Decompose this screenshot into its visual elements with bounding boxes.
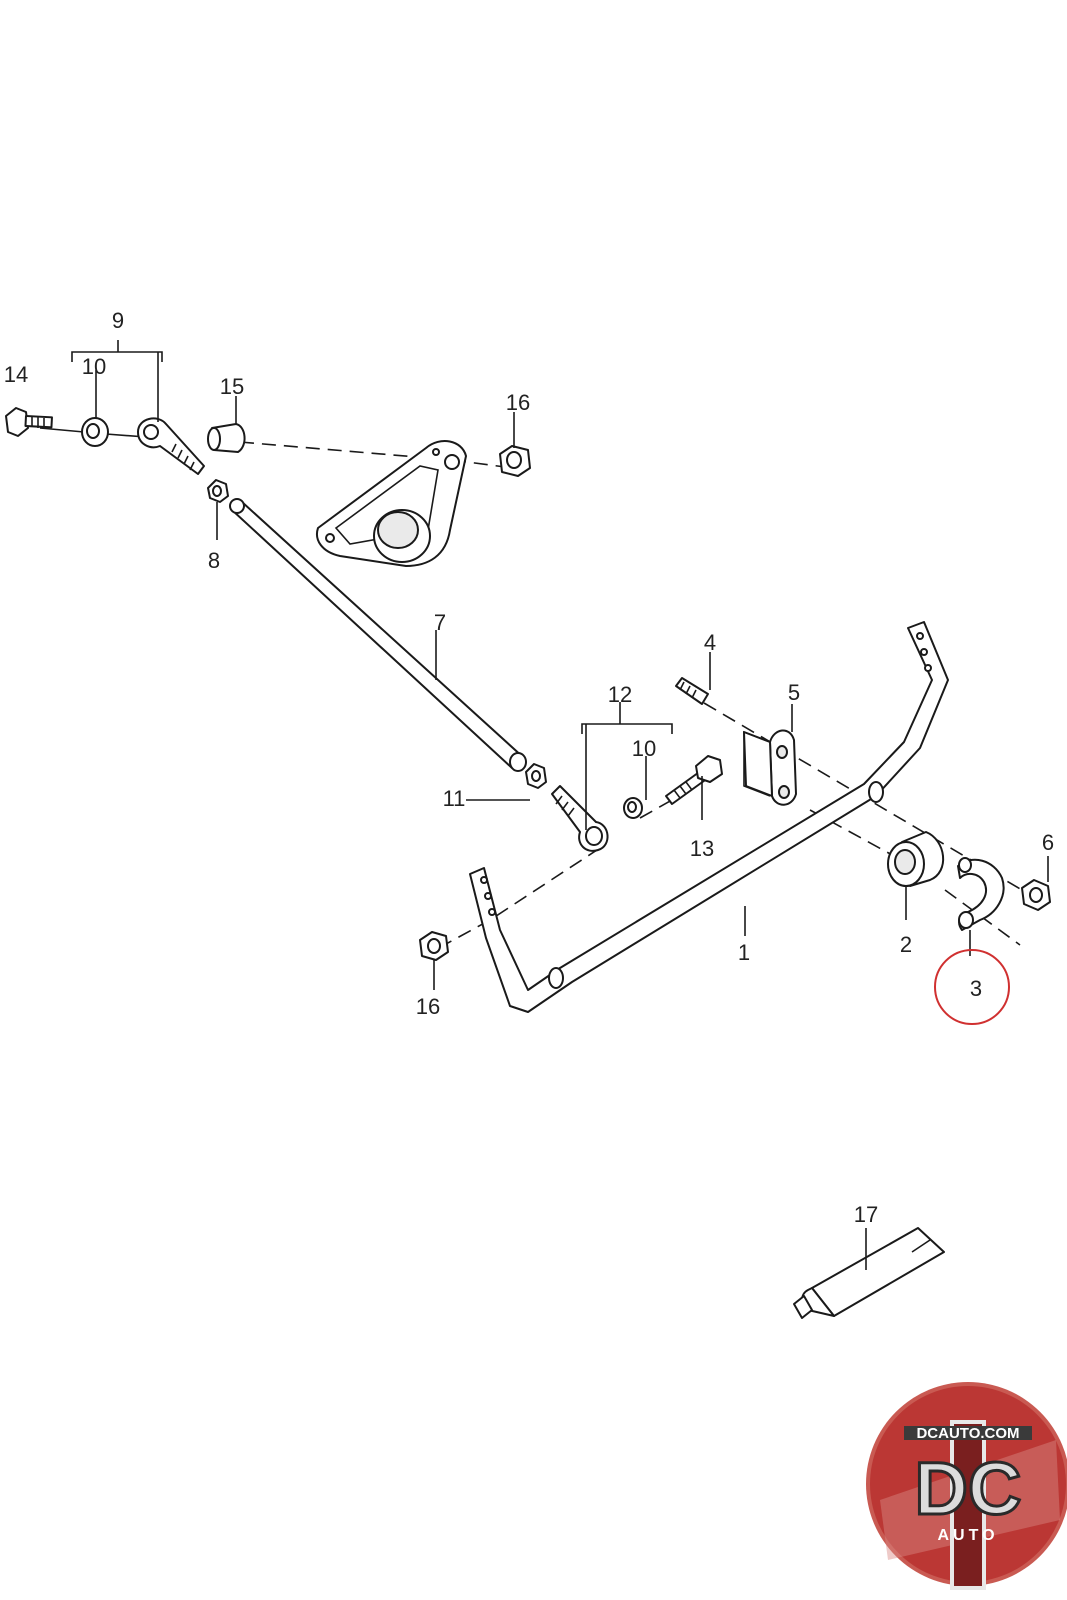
part-4-stud xyxy=(675,677,709,705)
mounting-bracket xyxy=(316,440,467,567)
part-2-bushing xyxy=(887,831,945,887)
callout-10-top: 10 xyxy=(82,354,106,379)
logo-bottom-text: AUTO xyxy=(937,1527,998,1544)
callout-13: 13 xyxy=(690,836,714,861)
part-15-bushing xyxy=(207,423,246,453)
callout-4: 4 xyxy=(704,630,716,655)
assembly-dash-lines xyxy=(39,427,1023,951)
callout-10-lower: 10 xyxy=(632,736,656,761)
callout-9: 9 xyxy=(112,308,124,333)
logo-top-text: DCAUTO.COM xyxy=(916,1425,1019,1442)
callout-3: 3 xyxy=(970,976,982,1001)
logo-letters: DC xyxy=(915,1447,1022,1530)
callout-7: 7 xyxy=(434,610,446,635)
part-6-nut xyxy=(1021,879,1051,911)
callout-5: 5 xyxy=(788,680,800,705)
callout-8: 8 xyxy=(208,548,220,573)
part-8-nut xyxy=(207,479,229,503)
part-17-grease-tube xyxy=(793,1227,945,1319)
part-5-plate xyxy=(743,729,797,806)
part-12-link-end xyxy=(551,785,609,852)
callout-16-lower: 16 xyxy=(416,994,440,1019)
part-16-nut-lower xyxy=(419,931,449,961)
part-11-nut xyxy=(525,763,547,789)
callout-15: 15 xyxy=(220,374,244,399)
callout-2: 2 xyxy=(900,932,912,957)
part-14-bolt xyxy=(5,407,53,437)
leader-lines xyxy=(71,340,1049,1270)
callout-16-top: 16 xyxy=(506,390,530,415)
part-1-stabilizer-bar xyxy=(469,621,949,1013)
part-3-clamp xyxy=(957,857,1005,931)
part-13-bolt xyxy=(665,755,723,805)
callout-12: 12 xyxy=(608,682,632,707)
part-10-washer-lower xyxy=(623,797,643,819)
callout-14: 14 xyxy=(4,362,28,387)
part-9-link-end xyxy=(137,417,205,475)
highlight-circle xyxy=(934,949,1010,1025)
callout-17: 17 xyxy=(854,1202,878,1227)
part-7-rod xyxy=(229,498,527,772)
callout-1: 1 xyxy=(738,940,750,965)
callout-11: 11 xyxy=(443,786,466,811)
callout-labels: 9 10 14 15 16 8 7 4 5 12 10 11 13 6 2 1 … xyxy=(4,308,1054,1227)
dcauto-logo: DCAUTO.COM DC AUTO xyxy=(866,1382,1067,1590)
callout-6: 6 xyxy=(1042,830,1054,855)
part-10-washer-top xyxy=(81,417,109,447)
part-16-nut-top xyxy=(499,445,531,477)
